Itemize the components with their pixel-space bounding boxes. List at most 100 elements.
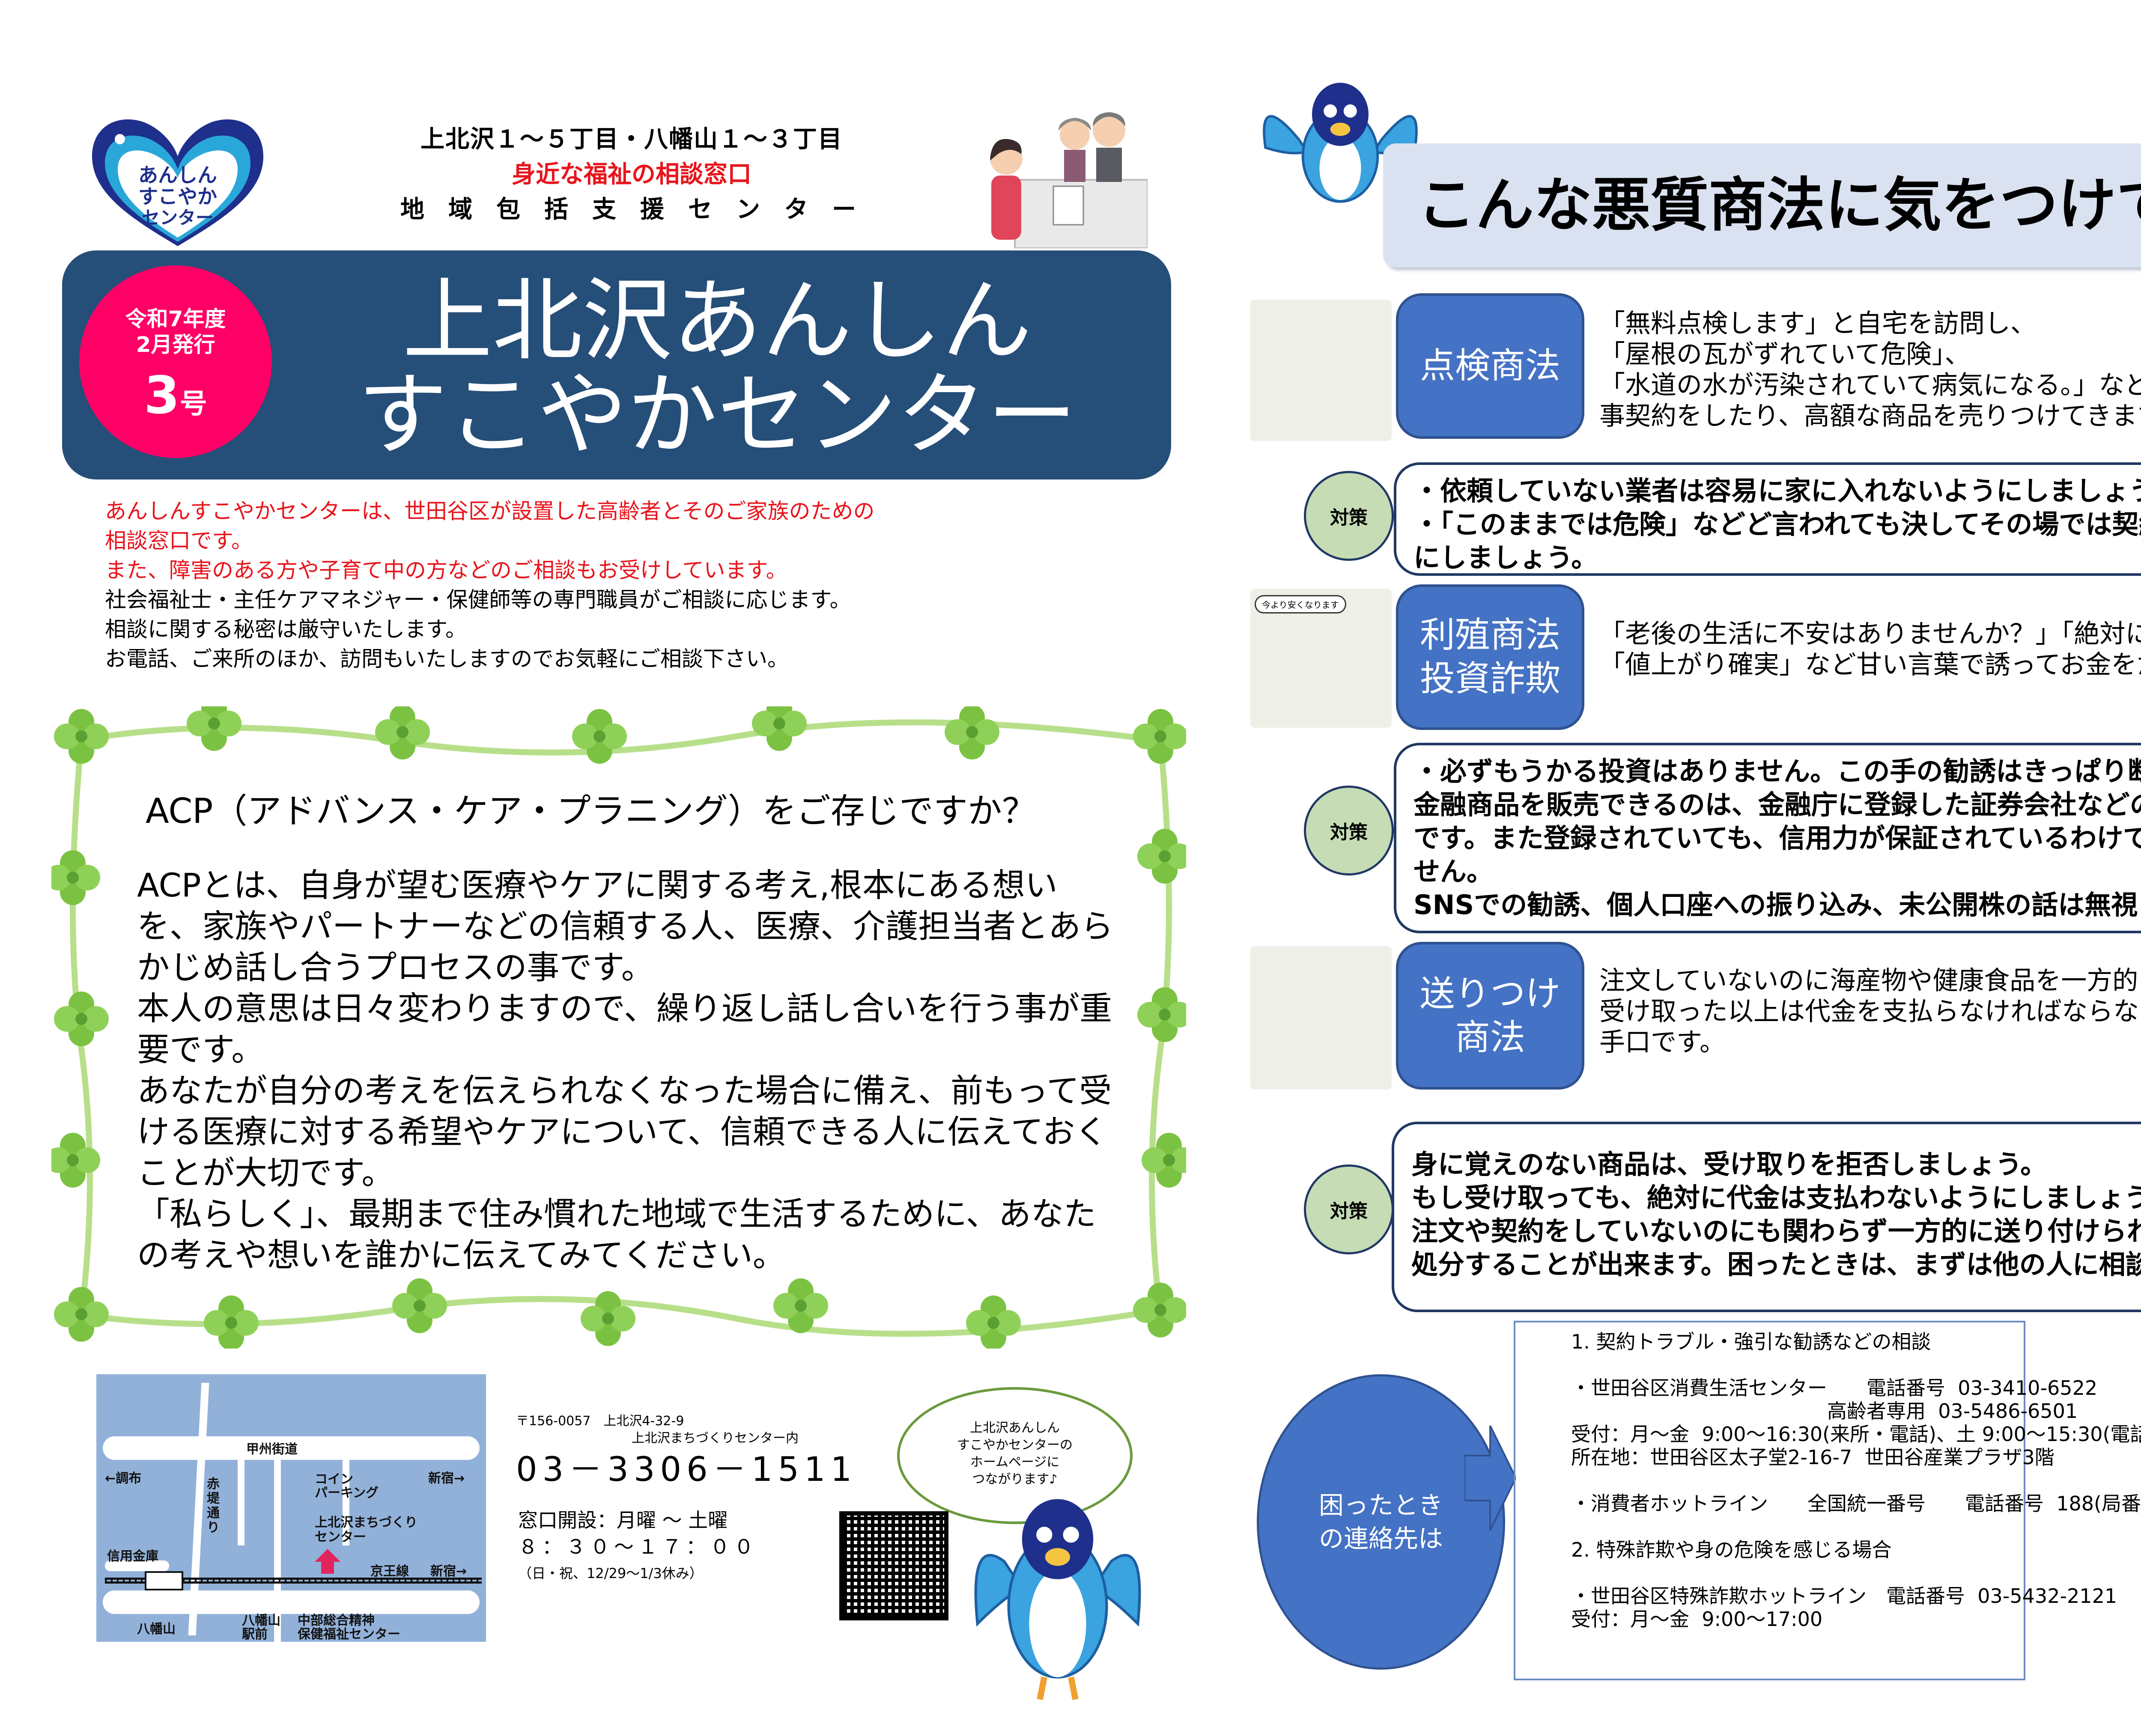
counter-line: ・必ずもうかる投資はありません。この手の勧誘はきっぱり断りましょう。 xyxy=(1413,756,2141,787)
desc-line: 事契約をしたり、高額な商品を売りつけてきます。 xyxy=(1599,401,2141,431)
contact-line: 受付：月～金 9:00～16:30(来所・電話)、土 9:00～15:30(電話… xyxy=(1571,1423,2141,1446)
map-label-coin-parking: コイン パーキング xyxy=(315,1472,379,1501)
counter-line: 注文や契約をしていないのにも関わらず一方的に送り付けられた商品は xyxy=(1411,1215,2141,1247)
scam-label-inspection: 点検商法 xyxy=(1396,293,1584,439)
counter-line: です。また登録されていても、信用力が保証されているわけではありま xyxy=(1413,822,2141,854)
desc-line: 「無料点検します」と自宅を訪問し、 xyxy=(1599,309,2036,339)
anshin-sukoyaka-logo: あんしん すこやか センター xyxy=(92,119,263,246)
desc-line: 手口です。 xyxy=(1599,1027,1725,1057)
org-name: 地域包括支援センター xyxy=(400,196,880,223)
intro-text: あんしんすこやかセンターは、世田谷区が設置した高齢者とそのご家族のための 相談窓… xyxy=(105,497,1175,674)
counter-line: もし受け取っても、絶対に代金は支払わないようにしましょう。 xyxy=(1411,1182,2141,1213)
scam-label-text: 点検商法 xyxy=(1419,345,1560,386)
mascot-bird-icon xyxy=(974,1499,1141,1700)
map-label-chubu: 中部総合精神 保健福祉センター xyxy=(298,1613,400,1642)
contact-line: 高齢者専用 03-5486-6501 xyxy=(1571,1400,2078,1423)
map-label-hachimanyama: 八幡山 xyxy=(137,1622,176,1637)
center-name-line-2: すこやかセンター xyxy=(357,363,1077,467)
warning-title: こんな悪質商法に気をつけて！ xyxy=(1383,143,2141,268)
map-label-akatsutsumi: 赤堤通り xyxy=(207,1477,220,1535)
bubble-line: つながります♪ xyxy=(972,1472,1058,1487)
center-name-title: 上北沢あんしん すこやかセンター xyxy=(300,274,1135,462)
investment-scam-illustration: 今より安くなります xyxy=(1250,589,1392,728)
contact-line xyxy=(1571,1353,2024,1376)
header-lines: 上北沢１～５丁目・八幡山１～３丁目 身近な福祉の相談窓口 地域包括支援センター xyxy=(325,122,938,227)
map-label-bus-stop: 八幡山 駅前 xyxy=(242,1613,280,1642)
countermeasure-unsolicited: 身に覚えのない商品は、受け取りを拒否しましょう。 もし受け取っても、絶対に代金は… xyxy=(1392,1122,2141,1312)
homepage-qr-code[interactable] xyxy=(839,1511,948,1620)
intro-line: あんしんすこやかセンターは、世田谷区が設置した高齢者とそのご家族のための xyxy=(105,499,875,524)
map-label-koshu: 甲州街道 xyxy=(246,1442,298,1457)
acp-paragraph: 本人の意思は日々変わりますので、繰り返し話し合いを行う事が重要です。 xyxy=(137,989,1112,1069)
desc-line: 「老後の生活に不安はありませんか？」「絶対に損はしない」、 xyxy=(1599,619,2141,649)
oval-line: の連絡先は xyxy=(1318,1524,1443,1553)
building-name: 上北沢まちづくりセンター内 xyxy=(632,1431,799,1446)
desc-line: 「屋根の瓦がずれていて危険」、 xyxy=(1599,339,1971,369)
scam-label-unsolicited: 送りつけ 商法 xyxy=(1396,942,1584,1090)
homepage-bubble: 上北沢あんしん すこやかセンターの ホームページに つながります♪ xyxy=(897,1387,1133,1524)
countermeasure-badge: 対策 xyxy=(1304,471,1394,561)
countermeasure-investment: ・必ずもうかる投資はありません。この手の勧誘はきっぱり断りましょう。 金融商品を… xyxy=(1394,743,2141,933)
acp-body: ACPとは、自身が望む医療やケアに関する考え,根本にある想いを、家族やパートナー… xyxy=(137,865,1122,1276)
intro-line: 相談窓口です。 xyxy=(105,528,253,553)
svg-text:センター: センター xyxy=(142,207,214,228)
consultation-illustration xyxy=(990,112,1148,248)
intro-line: 相談に関する秘密は厳守いたします。 xyxy=(105,617,467,642)
scam-description-inspection: 「無料点検します」と自宅を訪問し、 「屋根の瓦がずれていて危険」、 「水道の水が… xyxy=(1599,308,2141,432)
map-label-chofu: ←調布 xyxy=(105,1471,142,1486)
counter-line: 処分することが出来ます。困ったときは、まずは他の人に相談しましょう。 xyxy=(1411,1249,2141,1280)
desc-line: 「値上がり確実」など甘い言葉で誘ってお金をだまし取ります。 xyxy=(1599,650,2141,680)
tagline: 身近な福祉の相談窓口 xyxy=(512,161,751,188)
contact-line: 所在地：世田谷区太子堂2-16-7 世田谷産業プラザ3階 xyxy=(1571,1446,2055,1469)
service-area: 上北沢１～５丁目・八幡山１～３丁目 xyxy=(420,125,843,153)
map-label-shinjuku: 新宿→ xyxy=(428,1471,465,1486)
contact-line: ・世田谷区消費生活センター 電話番号 03-3410-6522 xyxy=(1571,1376,2098,1400)
scam-label-text: 商法 xyxy=(1455,1017,1525,1058)
intro-line: また、障害のある方や子育て中の方などのご相談もお受けしています。 xyxy=(105,558,787,583)
acp-paragraph: 「私らしく」、最期まで住み慣れた地域で生活するために、あなたの考えや想いを誰かに… xyxy=(137,1195,1096,1274)
counter-line: せん。 xyxy=(1413,856,1494,887)
scam-description-unsolicited: 注文していないのに海産物や健康食品を一方的に送り付け、 受け取った以上は代金を支… xyxy=(1599,965,2141,1058)
contact-line: ・消費者ホットライン 全国統一番号 電話番号 188(局番なし) xyxy=(1571,1492,2141,1515)
arrow-right-icon xyxy=(1464,1426,1516,1531)
issue-number-suffix: 号 xyxy=(179,388,207,420)
contact-line xyxy=(1571,1515,2024,1538)
bubble-line: ホームページに xyxy=(970,1455,1060,1470)
countermeasure-badge: 対策 xyxy=(1304,786,1394,875)
access-map: 甲州街道 ←調布 新宿→ コイン パーキング 赤堤通り 上北沢まちづくり センタ… xyxy=(96,1374,486,1642)
illustration-speech-bubble: 今より安くなります xyxy=(1255,595,1346,613)
contact-heading-oval: 困ったとき の連絡先は xyxy=(1257,1374,1505,1670)
contact-line: 受付：月～金 9:00～17:00 xyxy=(1571,1608,1823,1631)
acp-paragraph: ACPとは、自身が望む医療やケアに関する考え,根本にある想いを、家族やパートナー… xyxy=(137,866,1113,986)
unsolicited-goods-illustration xyxy=(1250,946,1392,1090)
contact-info-box: 1. 契約トラブル・強引な勧誘などの相談 ・世田谷区消費生活センター 電話番号 … xyxy=(1514,1321,2141,1680)
issue-badge: 令和7年度 2月発行 3号 xyxy=(79,265,272,458)
map-label-machizukuri: 上北沢まちづくり センター xyxy=(315,1515,417,1545)
oval-line: 困ったとき xyxy=(1318,1491,1443,1520)
scam-label-text: 利殖商法 xyxy=(1419,615,1560,655)
contact-line: 2. 特殊詐欺や身の危険を感じる場合 xyxy=(1571,1538,1892,1561)
map-label-shinyo: 信用金庫 xyxy=(107,1549,158,1564)
svg-text:あんしん: あんしん xyxy=(138,164,217,187)
intro-line: お電話、ご来所のほか、訪問もいたしますのでお気軽にご相談下さい。 xyxy=(105,646,789,671)
map-label-keio: 京王線 xyxy=(370,1564,409,1579)
issue-number: 3 xyxy=(144,366,180,426)
scam-label-investment: 利殖商法 投資詐欺 xyxy=(1396,584,1584,730)
desc-line: 受け取った以上は代金を支払らなければならないと思わせる xyxy=(1599,997,2141,1027)
contact-line xyxy=(1571,1469,2024,1492)
map-label-shinjuku-rail: 新宿→ xyxy=(430,1564,467,1579)
clover-frame xyxy=(51,706,1186,1349)
address: 〒156-0057 上北沢4-32-9 上北沢まちづくりセンター内 xyxy=(516,1413,799,1447)
desc-line: 注文していないのに海産物や健康食品を一方的に送り付け、 xyxy=(1599,966,2141,996)
open-hours: ８：３０～１７：００ xyxy=(518,1535,758,1558)
center-name-line-1: 上北沢あんしん xyxy=(402,268,1032,373)
countermeasure-inspection: ・依頼していない業者は容易に家に入れないようにしましょう。 ・「このままでは危険… xyxy=(1394,462,2141,576)
issue-month: 2月発行 xyxy=(136,332,215,357)
counter-line: にしましょう。 xyxy=(1413,542,1598,573)
opening-hours: 窓口開設：月曜 ～ 土曜 ８：３０～１７：００ （日・祝、12/29～1/3休み… xyxy=(518,1507,758,1587)
postal-address: 〒156-0057 上北沢4-32-9 xyxy=(516,1414,684,1429)
mascot-bird-icon xyxy=(1263,83,1418,203)
counter-line: SNSでの勧誘、個人口座への振り込み、未公開株の話は無視しましょう。 xyxy=(1413,889,2141,920)
center-phone[interactable]: 03－3306－1511 xyxy=(516,1450,857,1489)
bubble-line: すこやかセンターの xyxy=(957,1438,1073,1453)
